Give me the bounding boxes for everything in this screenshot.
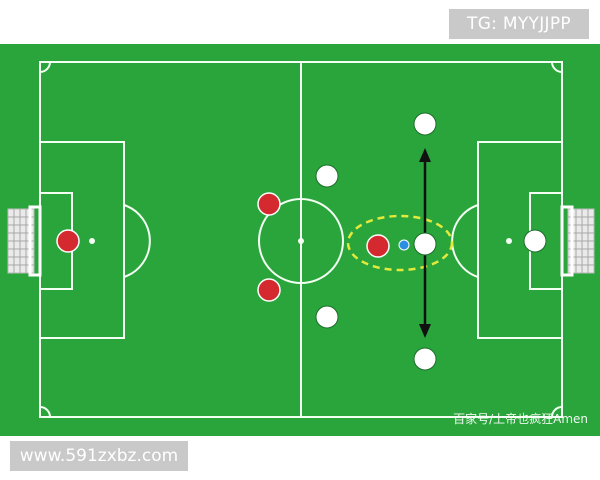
right-goal-net <box>560 205 595 277</box>
watermark-url: www.591zxbz.com <box>10 441 188 471</box>
left-penalty-spot <box>89 238 95 244</box>
corner-arc-top-left <box>39 61 51 73</box>
left-penalty-arc <box>123 204 151 278</box>
watermark-tag-top: TG: MYYJJPP <box>449 9 589 39</box>
centre-circle <box>258 198 344 284</box>
right-penalty-spot <box>506 238 512 244</box>
white-player-goalkeeper <box>523 229 547 253</box>
white-player-defender <box>413 232 437 256</box>
white-player-wing-bottom <box>413 347 437 371</box>
red-player-top <box>257 192 281 216</box>
corner-arc-bottom-right <box>551 406 563 418</box>
ball <box>398 239 410 251</box>
pressing-zone-highlight <box>346 214 454 272</box>
corner-arc-bottom-left <box>39 406 51 418</box>
white-player-mid-bottom <box>315 305 339 329</box>
white-player-wing-top <box>413 112 437 136</box>
red-player-bottom <box>257 278 281 302</box>
centre-spot <box>298 238 304 244</box>
red-player-goalkeeper <box>56 229 80 253</box>
white-player-mid-top <box>315 164 339 188</box>
right-penalty-arc <box>451 204 479 278</box>
red-player-forward <box>366 234 390 258</box>
left-goal-net <box>7 205 42 277</box>
corner-arc-top-right <box>551 61 563 73</box>
author-credit: 百家号/上帝也疯狂Amen <box>453 412 588 426</box>
